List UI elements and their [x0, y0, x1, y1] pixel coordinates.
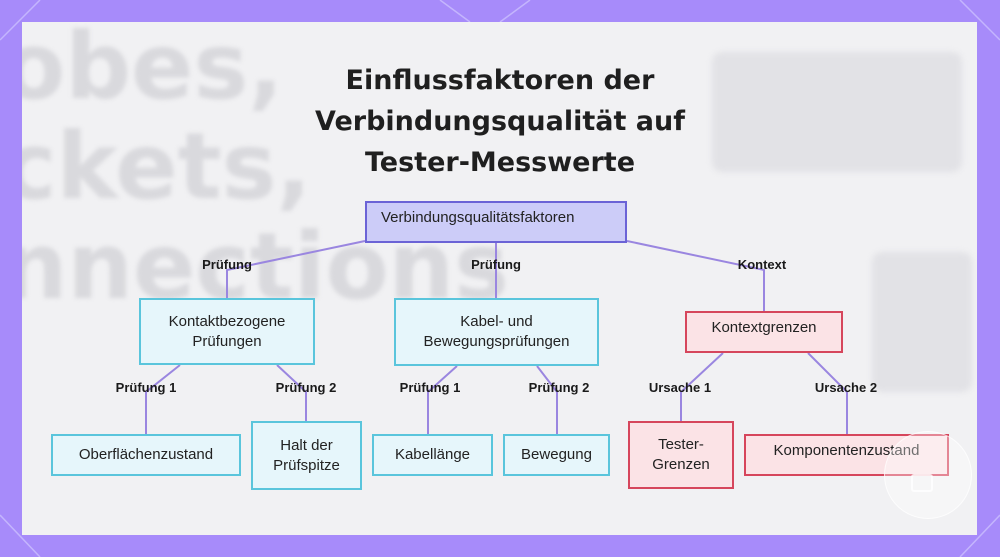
edge-root-context: [626, 240, 765, 311]
edge-root-contact: [226, 240, 366, 298]
node-surface-condition: Oberflächenzustand: [51, 434, 241, 476]
title-line: Tester-Messwerte: [364, 147, 636, 178]
edge-label-root-context: Kontext: [737, 257, 787, 272]
edge-label-context-component: Ursache 2: [814, 380, 878, 395]
title-line: Verbindungsqualität auf: [315, 106, 685, 137]
background-photo-panel: [872, 252, 972, 392]
edge-cable-length: [427, 365, 458, 434]
edge-label-root-contact: Prüfung: [202, 257, 252, 272]
background-photo-panel: [712, 52, 962, 172]
edge-context-component: [807, 352, 848, 434]
edge-label-root-cable: Prüfung: [471, 257, 521, 272]
node-cable-movement-checks: Kabel- und Bewegungsprüfungen: [394, 298, 599, 366]
edge-label-cable-movement: Prüfung 2: [528, 380, 590, 395]
node-movement: Bewegung: [503, 434, 610, 476]
node-root: Verbindungsqualitätsfaktoren: [365, 201, 627, 243]
edge-contact-surface: [145, 364, 181, 434]
edge-cable-movement: [536, 365, 558, 434]
watermark-icon: [911, 474, 933, 492]
title-line: Einflussfaktoren der: [345, 65, 655, 96]
edge-label-contact-surface: Prüfung 1: [115, 380, 177, 395]
diagram-title: Einflussfaktoren der Verbindungsqualität…: [250, 60, 750, 183]
node-tester-limits: Tester-Grenzen: [628, 421, 734, 489]
edge-contact-probe: [276, 364, 307, 421]
node-probe-hold: Halt der Prüfspitze: [251, 421, 362, 490]
edge-label-contact-probe: Prüfung 2: [275, 380, 337, 395]
edge-label-cable-length: Prüfung 1: [399, 380, 461, 395]
edge-context-tester: [680, 352, 724, 421]
edge-label-context-tester: Ursache 1: [648, 380, 712, 395]
node-context-limits: Kontextgrenzen: [685, 311, 843, 353]
node-contact-checks: Kontaktbezogene Prüfungen: [139, 298, 315, 365]
node-cable-length: Kabellänge: [372, 434, 493, 476]
